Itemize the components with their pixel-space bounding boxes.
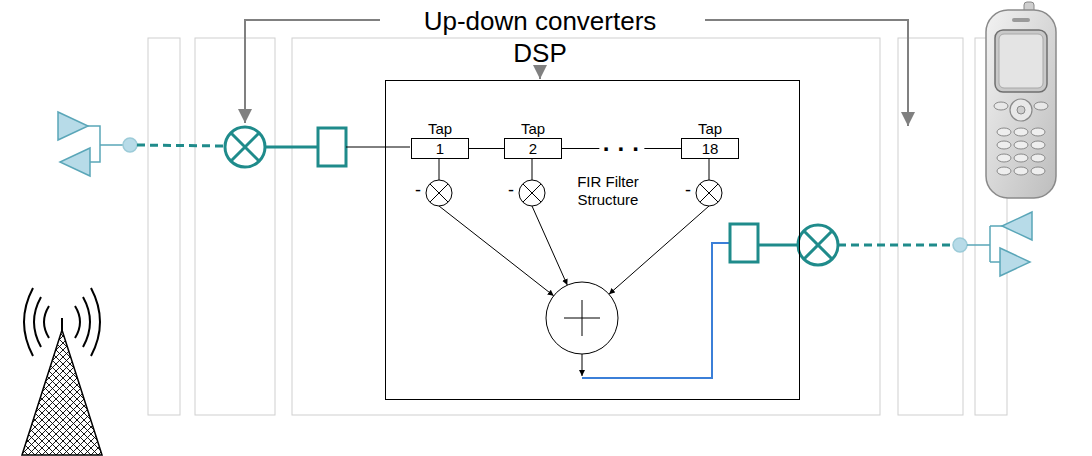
panel-outline (195, 38, 275, 415)
sign-label: - (685, 181, 691, 201)
rf-cable (137, 145, 225, 146)
panel-outline (292, 38, 880, 415)
output-wire (582, 243, 730, 378)
tap-heading: Tap (682, 119, 738, 138)
tap-wires (439, 158, 709, 180)
if-wire (265, 146, 318, 149)
phone-illustration (986, 2, 1056, 198)
heading-label: Up-down converters (424, 7, 657, 36)
tower-body (22, 330, 102, 455)
adder-symbol (546, 282, 618, 354)
if-wire (758, 244, 798, 247)
antenna-symbol (58, 112, 137, 176)
pointer-line (245, 20, 380, 123)
filter-block: FIR Filter StructureTap1Tap2Tap18 (385, 80, 800, 400)
antenna-symbol (953, 212, 1032, 276)
tap-box: Tap18 (681, 138, 739, 159)
tower-lattice (22, 330, 102, 455)
pointer-line (705, 20, 908, 126)
tower-mast (61, 318, 63, 332)
tap-number: 1 (412, 139, 468, 158)
sign-label: - (415, 181, 421, 201)
ellipsis-label: · · · (599, 135, 644, 161)
radio-waves (24, 288, 100, 356)
tap-line (469, 148, 504, 149)
sum-wire (582, 354, 583, 376)
tap-box: Tap1 (411, 138, 469, 159)
signal-wire (346, 147, 410, 148)
heading-label: DSP (513, 39, 566, 68)
tap-number: 2 (505, 139, 561, 158)
mixer-symbol (225, 127, 265, 167)
sign-label: - (508, 181, 514, 201)
tap-heading: Tap (505, 119, 561, 138)
tap-heading: Tap (412, 119, 468, 138)
block-title: FIR Filter Structure (558, 173, 658, 209)
panel-outline (148, 38, 180, 415)
rf-cable (838, 244, 953, 247)
mixer-symbol (798, 225, 838, 265)
tap-box: Tap2 (504, 138, 562, 159)
multiplier-symbol (426, 180, 722, 206)
product-wires (439, 206, 709, 296)
converter-box (318, 128, 346, 166)
tap-number: 18 (682, 139, 738, 158)
converter-box (730, 224, 758, 262)
pointer-line (539, 67, 541, 79)
